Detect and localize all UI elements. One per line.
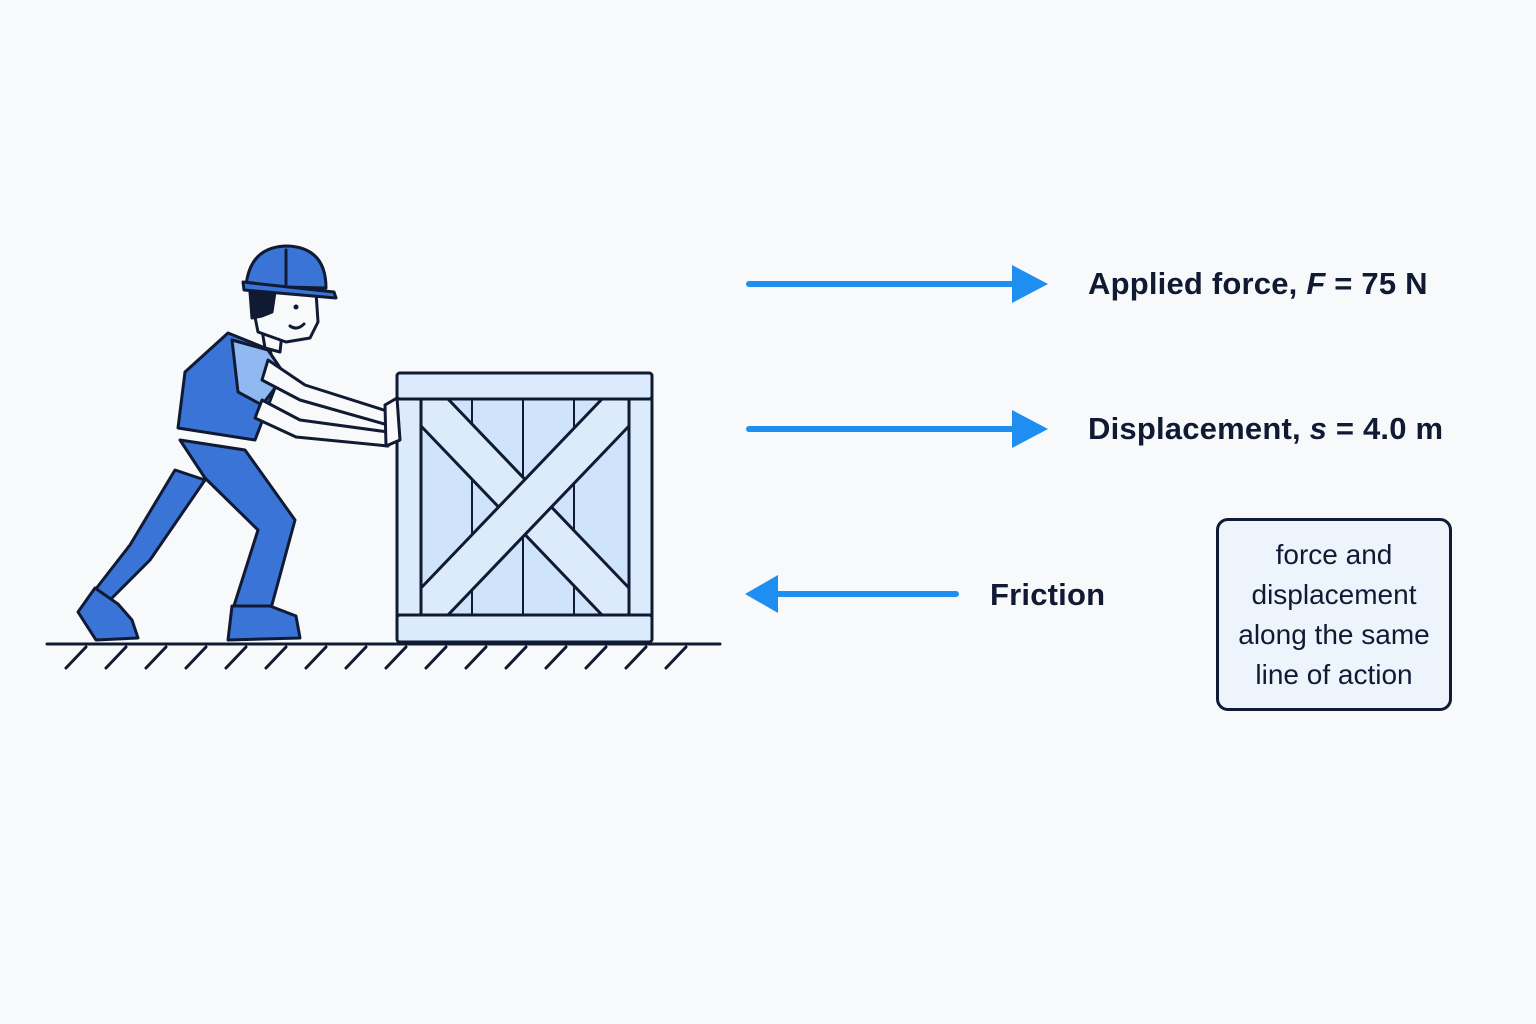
ground-hatch <box>224 645 248 670</box>
ground-hatch <box>384 645 408 670</box>
ground-hatch <box>544 645 568 670</box>
note-box: force and displacement along the same li… <box>1216 518 1452 711</box>
ground-hatch <box>304 645 328 670</box>
friction-arrow <box>745 575 959 613</box>
force-label: Applied force, F = 75 N <box>1088 266 1428 302</box>
displacement-symbol: s <box>1309 411 1328 446</box>
friction-label: Friction <box>990 577 1106 612</box>
force-label-prefix: Applied force, <box>1088 266 1307 301</box>
ground-hatch <box>264 645 288 670</box>
ground-hatch <box>504 645 528 670</box>
ground-hatch <box>184 645 208 670</box>
ground-hatch <box>624 645 648 670</box>
ground-hatch <box>584 645 608 670</box>
ground-hatch <box>344 645 368 670</box>
ground-hatch <box>104 645 128 670</box>
worker-pushing-icon <box>76 244 402 642</box>
wooden-crate-icon <box>395 371 654 644</box>
ground-hatch <box>424 645 448 670</box>
force-value: = 75 N <box>1325 266 1428 301</box>
ground-hatch <box>64 645 88 670</box>
hatched-ground-icon <box>45 642 722 670</box>
displacement-label: Displacement, s = 4.0 m <box>1088 411 1443 447</box>
force-arrow <box>746 265 1048 303</box>
displacement-label-prefix: Displacement, <box>1088 411 1310 446</box>
note-text: force and displacement along the same li… <box>1238 538 1430 690</box>
ground-hatch <box>664 645 688 670</box>
displacement-value: = 4.0 m <box>1327 411 1444 446</box>
ground-hatch <box>144 645 168 670</box>
displacement-arrow <box>746 410 1048 448</box>
force-symbol: F <box>1306 266 1326 301</box>
ground-hatch <box>464 645 488 670</box>
